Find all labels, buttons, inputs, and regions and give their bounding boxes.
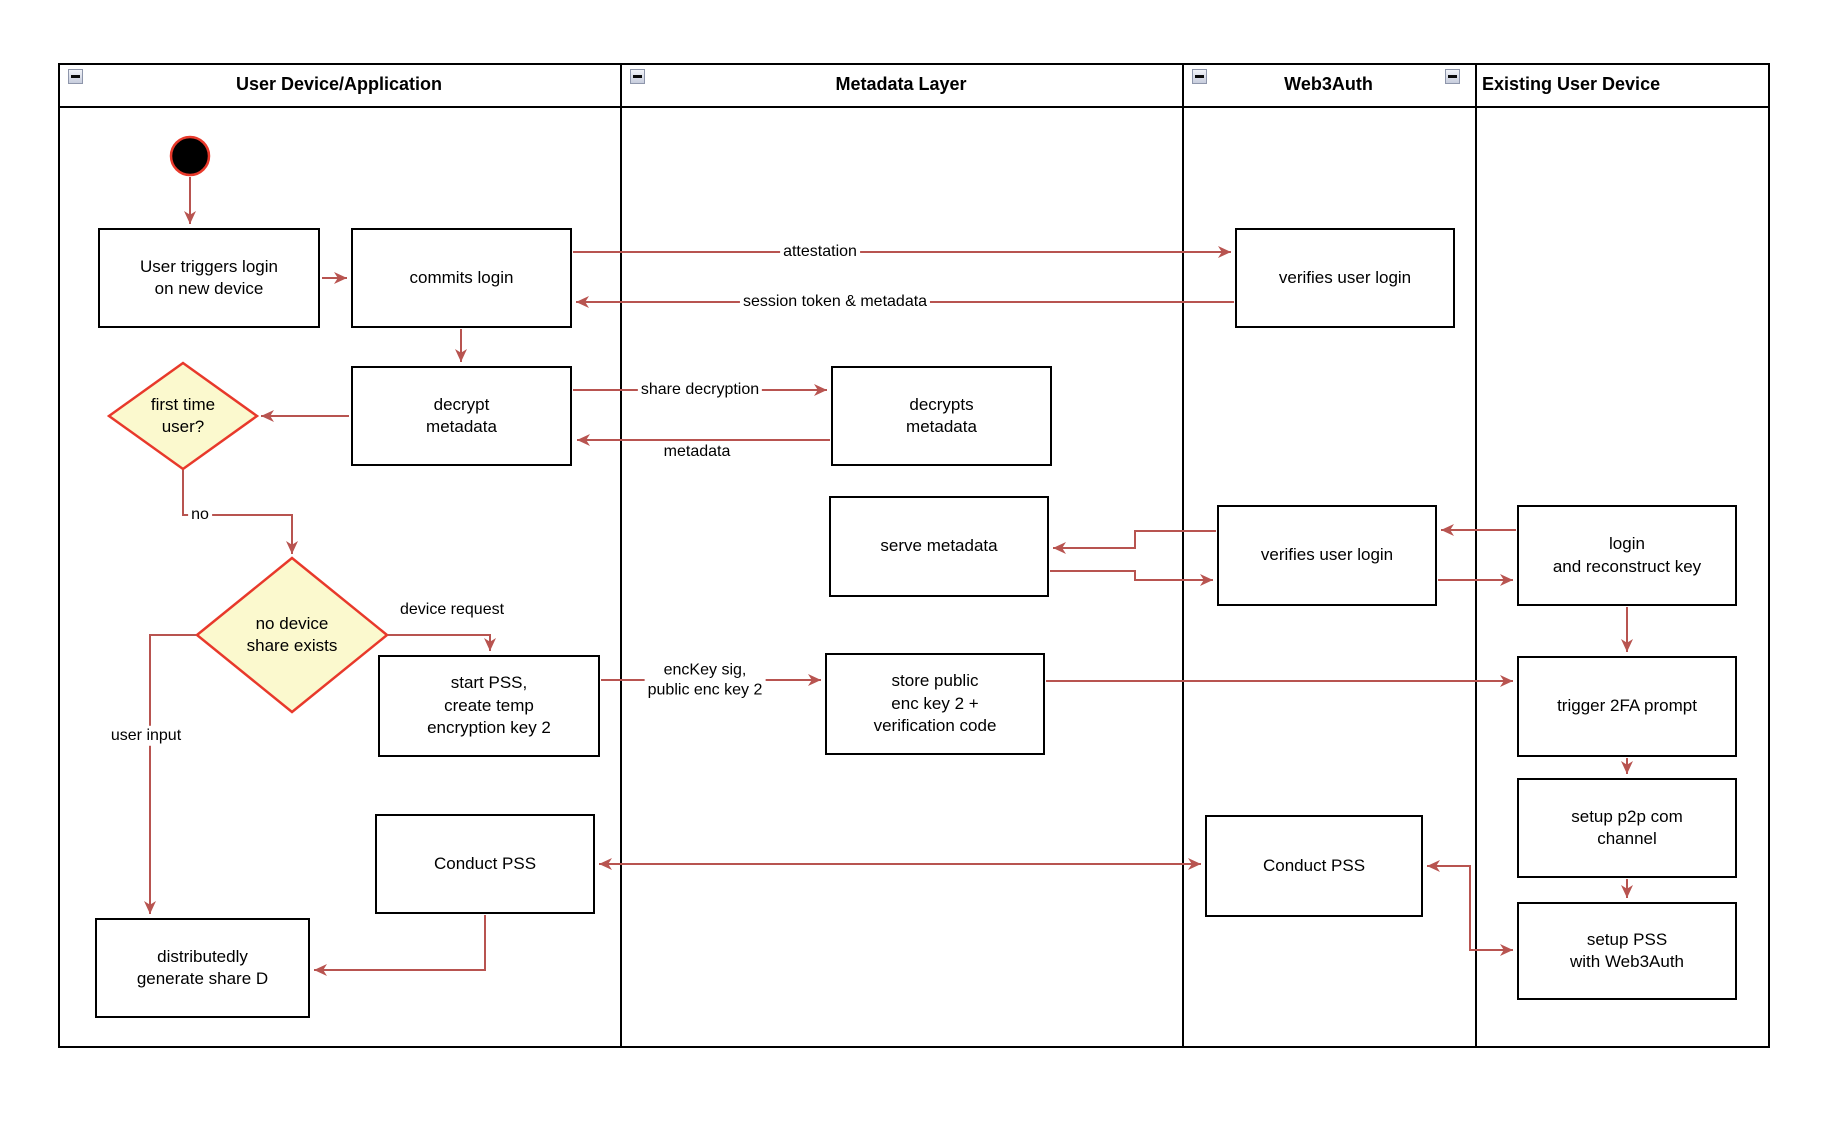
node-label: store public enc key 2 + verification co… [873,671,997,736]
node-label: decrypts metadata [906,394,977,436]
lane-header-web3auth[interactable]: Web3Auth [1182,63,1475,106]
node-verifies-user-login-top[interactable]: verifies user login [1235,228,1455,328]
minus-icon [71,75,80,78]
node-label: serve metadata [880,536,998,556]
node-user-triggers-login[interactable]: User triggers login on new device [98,228,320,328]
node-label: login and reconstruct key [1552,534,1702,576]
node-label: setup p2p com channel [1571,806,1683,848]
node-label: verifies user login [1260,545,1394,565]
node-decrypt-metadata[interactable]: decrypt metadata [351,366,572,466]
node-login-reconstruct-key[interactable]: login and reconstruct key [1517,505,1737,606]
node-start-pss[interactable]: start PSS, create temp encryption key 2 [378,655,600,757]
lane-header-existing-device[interactable]: Existing User Device [1460,63,1770,106]
lane-divider-3 [1475,63,1477,1048]
edge-label-enckey-sig: encKey sig, public enc key 2 [644,660,766,702]
lane-title-existing-device: Existing User Device [1482,74,1661,94]
minus-icon [633,75,642,78]
node-label: distributedly generate share D [136,946,269,988]
edge-label-device-request: device request [396,599,508,621]
lane-header-divider [58,106,1770,108]
node-verifies-user-login-mid[interactable]: verifies user login [1217,505,1437,606]
node-label: trigger 2FA prompt [1557,696,1697,716]
node-label: verifies user login [1278,267,1412,287]
lane-divider-2 [1182,63,1184,1048]
minus-icon [1448,75,1457,78]
collapse-lane-button-existing-device[interactable] [1445,69,1460,84]
lane-title-user-device: User Device/Application [235,74,443,94]
lane-title-web3auth: Web3Auth [1284,74,1373,94]
edge-label-metadata: metadata [660,441,734,463]
node-distributedly-generate-share[interactable]: distributedly generate share D [95,918,310,1018]
node-conduct-pss-user-device[interactable]: Conduct PSS [375,814,595,914]
edge-label-attestation: attestation [780,241,860,263]
edge-label-session-token: session token & metadata [739,291,931,313]
decision-label-first-time-user: first time user? [150,394,216,436]
node-conduct-pss-web3auth[interactable]: Conduct PSS [1205,815,1423,917]
node-label: decrypt metadata [426,394,497,436]
node-commits-login[interactable]: commits login [351,228,572,328]
node-label: Conduct PSS [1262,855,1366,875]
minus-icon [1195,75,1204,78]
node-label: User triggers login on new device [140,256,278,298]
edge-label-share-decryption: share decryption [637,379,763,401]
node-label: start PSS, create temp encryption key 2 [427,673,551,738]
node-label: Conduct PSS [433,853,537,873]
node-store-public-enc-key[interactable]: store public enc key 2 + verification co… [825,653,1045,755]
node-serve-metadata[interactable]: serve metadata [829,496,1049,597]
node-setup-p2p-channel[interactable]: setup p2p com channel [1517,778,1737,878]
edge-label-user-input: user input [107,725,185,747]
decision-label-no-device-share: no device share exists [246,613,338,655]
collapse-lane-button-metadata-layer[interactable] [630,69,645,84]
node-setup-pss-web3auth[interactable]: setup PSS with Web3Auth [1517,902,1737,1000]
edge-label-no: no [188,504,212,526]
lane-divider-1 [620,63,622,1048]
collapse-lane-button-user-device[interactable] [68,69,83,84]
node-decrypts-metadata[interactable]: decrypts metadata [831,366,1052,466]
lane-title-metadata-layer: Metadata Layer [835,74,967,94]
node-trigger-2fa-prompt[interactable]: trigger 2FA prompt [1517,656,1737,757]
lane-header-metadata-layer[interactable]: Metadata Layer [620,63,1182,106]
node-label: setup PSS with Web3Auth [1569,929,1685,971]
lane-header-user-device[interactable]: User Device/Application [58,63,620,106]
collapse-lane-button-web3auth[interactable] [1192,69,1207,84]
node-label: commits login [409,267,514,287]
